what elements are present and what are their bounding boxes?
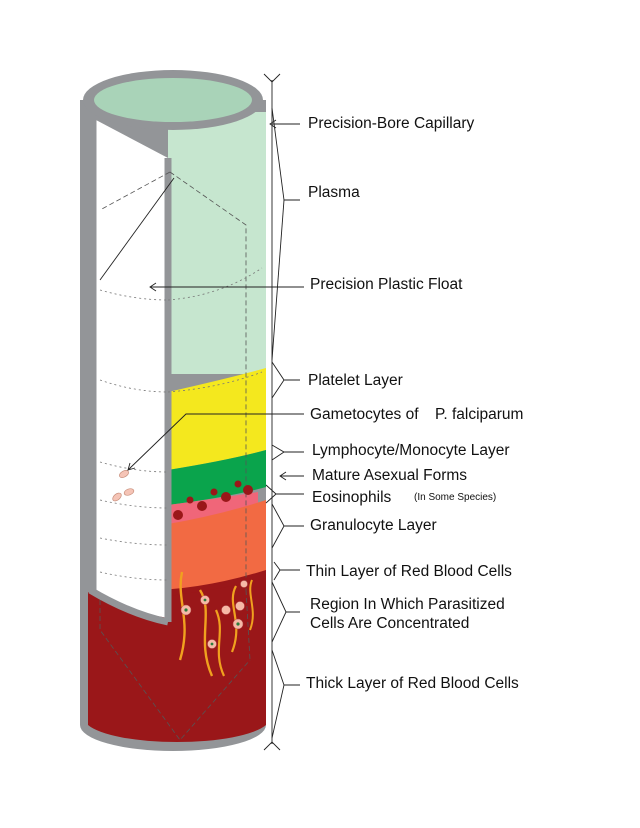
platelet-layer xyxy=(168,368,266,470)
float-diagonal xyxy=(99,177,175,281)
granulocyte-layer xyxy=(168,500,266,596)
label-lymphocyte: Lymphocyte/Monocyte Layer xyxy=(312,442,510,459)
gametocyte-cells xyxy=(112,470,135,502)
eosinophil-cell xyxy=(243,485,253,495)
parasitized-cell xyxy=(221,605,231,615)
gametocyte xyxy=(123,488,135,496)
label-plasma: Plasma xyxy=(308,184,360,201)
plasma-layer xyxy=(168,112,266,374)
label-region-line2: Cells Are Concentrated xyxy=(310,615,469,632)
cutaway-interior xyxy=(96,120,168,618)
parasitized-cell xyxy=(235,601,245,611)
label-mature: Mature Asexual Forms xyxy=(312,467,467,484)
capillary-tube xyxy=(80,70,266,751)
scale-bar xyxy=(263,73,281,751)
label-eosinophils: Eosinophils xyxy=(312,489,392,506)
eosinophil-cell xyxy=(234,480,242,488)
eosinophil-cell xyxy=(173,510,183,520)
dotted-section-rings xyxy=(99,267,263,581)
label-gametocytes: Gametocytes of xyxy=(310,406,419,423)
label-gametocytes-species: P. falciparum xyxy=(435,406,523,423)
red-blood-cell-layer-lower xyxy=(168,578,266,725)
label-float: Precision Plastic Float xyxy=(310,276,463,293)
label-region-line1: Region In Which Parasitized xyxy=(310,596,505,613)
label-thick-rbc: Thick Layer of Red Blood Cells xyxy=(306,675,519,692)
parasitized-cells xyxy=(178,571,254,677)
cutaway-bottom-edge xyxy=(88,586,169,626)
labels: Precision-Bore Capillary Plasma Precisio… xyxy=(306,115,523,692)
tube-top-opening xyxy=(94,78,252,122)
label-thin-rbc: Thin Layer of Red Blood Cells xyxy=(306,563,512,580)
label-eosinophils-note: (In Some Species) xyxy=(414,492,496,503)
leader-lines xyxy=(127,107,304,739)
lymphocyte-layer xyxy=(168,450,266,505)
gametocyte xyxy=(119,470,129,478)
eosinophil-cell xyxy=(186,496,194,504)
eosinophil-cell xyxy=(197,501,207,511)
label-granulocyte: Granulocyte Layer xyxy=(310,517,437,534)
eosinophil-cells xyxy=(173,480,253,520)
gametocyte xyxy=(112,492,122,502)
label-platelet: Platelet Layer xyxy=(308,372,403,389)
eosinophil-cell xyxy=(210,488,218,496)
label-capillary: Precision-Bore Capillary xyxy=(308,115,475,132)
eosinophil-cell xyxy=(221,492,231,502)
plastic-float-outline xyxy=(99,171,251,741)
parasitized-cell xyxy=(240,580,248,588)
